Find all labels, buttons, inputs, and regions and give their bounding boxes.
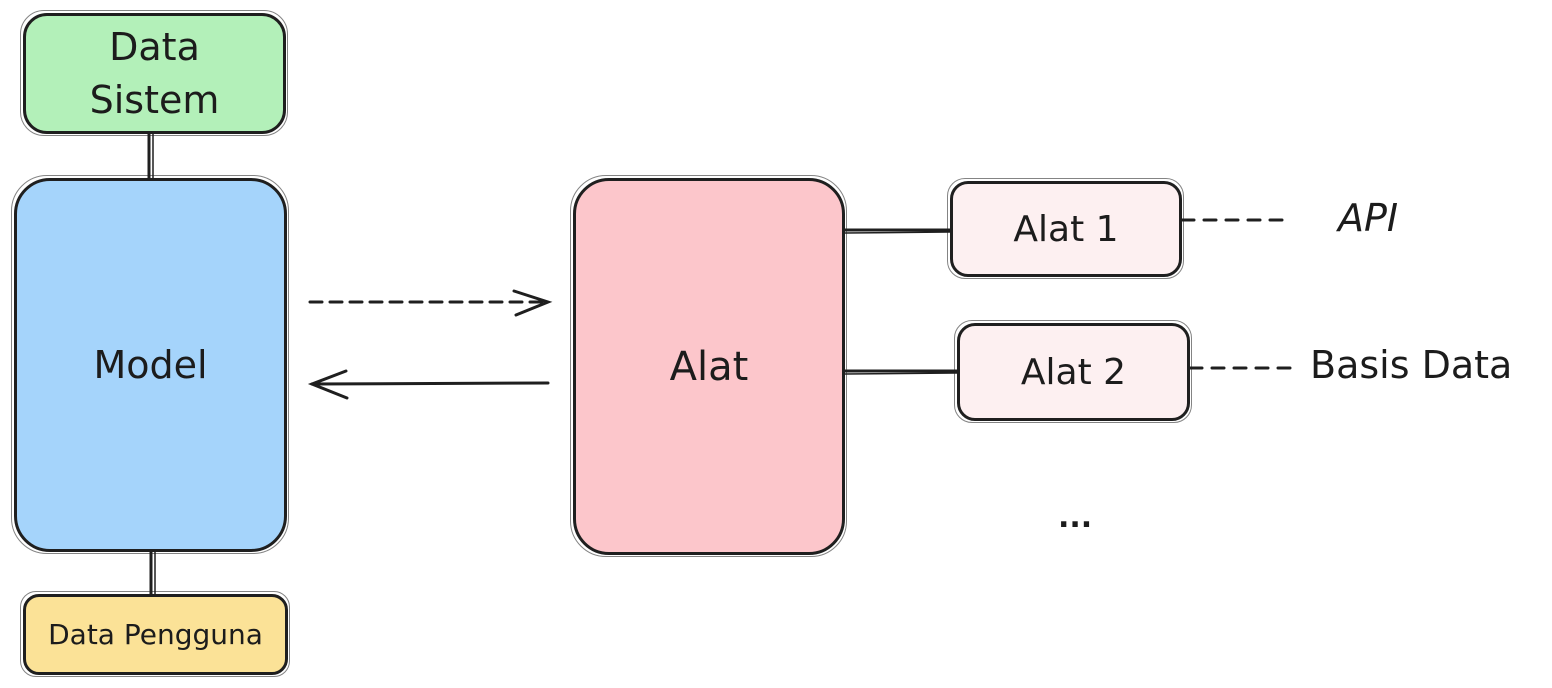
alat-label: Alat [669,343,749,390]
alat-2-label: Alat 2 [1020,351,1127,393]
alat-1-node: Alat 1 [947,178,1184,279]
alat-node: Alat [570,175,847,557]
arrow-model-to-alat [308,289,553,317]
api-label: API [1338,196,1399,240]
model-label: Model [93,343,208,387]
connector-model-data-pengguna [149,550,156,596]
connector-alat-alat-1 [843,228,952,234]
model-node: Model [11,175,289,554]
data-sistem-node: Data Sistem [20,10,288,136]
ellipsis-label: ... [1058,500,1093,535]
alat-2-node: Alat 2 [954,320,1192,423]
alat-1-label: Alat 1 [1013,208,1119,250]
arrow-alat-to-model [307,369,550,400]
data-pengguna-label: Data Pengguna [48,618,263,651]
data-sistem-label-line-1: Data [109,24,200,69]
connector-alat-alat-2 [843,369,959,375]
connector-data-sistem-model [147,132,154,180]
basis-data-label: Basis Data [1310,343,1513,387]
data-sistem-label-line-2: Sistem [89,77,220,122]
data-pengguna-node: Data Pengguna [20,591,290,677]
